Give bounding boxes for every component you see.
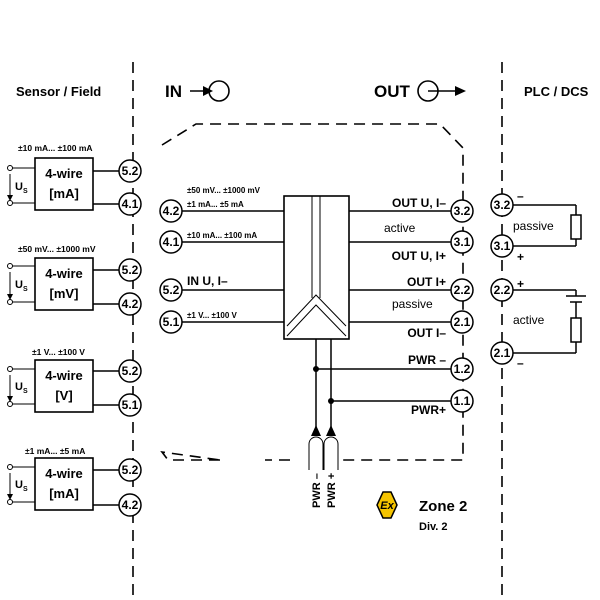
sensor-2-range: ±50 mV... ±1000 mV: [18, 244, 96, 254]
plc-mode-active: active: [513, 313, 545, 327]
plc-active-circuit: [513, 289, 586, 354]
plc-polarity-3-2: –: [517, 189, 524, 203]
input-label-4-2-a: ±50 mV... ±1000 mV: [187, 186, 261, 195]
sensor-2-unit: [mV]: [50, 286, 79, 301]
plc-terminal-2-1: 2.1: [490, 341, 514, 365]
output-terminal-2-1: 2.1: [450, 310, 474, 334]
svg-text:5.2: 5.2: [122, 263, 139, 277]
output-label-3-2: OUT U, I–: [392, 196, 446, 210]
svg-text:US: US: [15, 381, 28, 395]
sensor-4-title: 4-wire: [45, 466, 83, 481]
input-label-4-1: ±10 mA... ±100 mA: [187, 231, 257, 240]
ex-hazard-icon: Ex: [376, 491, 398, 519]
input-label-5-1: ±1 V... ±100 V: [187, 311, 238, 320]
plc-passive-circuit: [513, 204, 582, 247]
output-arrow-icon: [417, 80, 466, 102]
svg-text:5.2: 5.2: [122, 364, 139, 378]
in-header: IN: [165, 82, 182, 101]
output-label-1-1: PWR+: [411, 403, 446, 417]
plc-dcs-header: PLC / DCS: [524, 84, 589, 99]
sensor-2: ±50 mV... ±1000 mV US 4-wire [mV] 5.2 4.…: [7, 244, 142, 316]
output-label-3-1: OUT U, I+: [392, 249, 446, 263]
output-mode-passive: passive: [392, 297, 433, 311]
sensor-1-title: 4-wire: [45, 166, 83, 181]
svg-text:4.1: 4.1: [163, 235, 180, 249]
sensor-4-range: ±1 mA... ±5 mA: [25, 446, 85, 456]
output-label-2-1: OUT I–: [407, 326, 446, 340]
division-label: Div. 2: [419, 521, 448, 533]
svg-text:3.1: 3.1: [454, 235, 471, 249]
out-header: OUT: [374, 82, 411, 101]
sensor-4-unit: [mA]: [49, 486, 79, 501]
svg-text:3.1: 3.1: [494, 239, 511, 253]
output-label-2-2: OUT I+: [407, 275, 446, 289]
sensor-1-unit: [mA]: [49, 186, 79, 201]
output-terminal-3-2: 3.2: [450, 199, 474, 223]
sensor-3-unit: [V]: [55, 388, 72, 403]
power-supply-arrows: [308, 425, 339, 470]
plc-mode-passive: passive: [513, 219, 554, 233]
svg-text:US: US: [15, 479, 28, 493]
output-mode-active: active: [384, 221, 416, 235]
input-wiring: [182, 210, 284, 323]
svg-text:5.2: 5.2: [163, 283, 180, 297]
plc-terminal-2-2: 2.2: [490, 278, 514, 302]
input-terminal-4-1: 4.1: [159, 230, 183, 254]
sensor-1: ±10 mA... ±100 mA US 4-wire [mA] 5.2 4.1: [7, 143, 142, 216]
svg-text:1.1: 1.1: [454, 394, 471, 408]
sensor-4: ±1 mA... ±5 mA US 4-wire [mA] 5.2 4.2: [7, 446, 142, 517]
svg-text:3.2: 3.2: [494, 198, 511, 212]
svg-text:2.2: 2.2: [494, 283, 511, 297]
pwr-plus-vertical-label: PWR +: [326, 473, 338, 508]
svg-text:5.1: 5.1: [122, 398, 139, 412]
input-label-5-2: IN U, I–: [187, 274, 228, 288]
svg-text:4.2: 4.2: [122, 297, 139, 311]
sensor-3-title: 4-wire: [45, 368, 83, 383]
svg-text:2.1: 2.1: [494, 346, 511, 360]
svg-text:5.1: 5.1: [163, 315, 180, 329]
plc-terminal-3-2: 3.2: [490, 193, 514, 217]
plc-polarity-2-2: +: [517, 277, 524, 291]
svg-text:3.2: 3.2: [454, 204, 471, 218]
sensor-3: ±1 V... ±100 V US 4-wire [V] 5.2 5.1: [7, 347, 142, 417]
input-terminal-4-2: 4.2: [159, 199, 183, 223]
output-label-1-2: PWR –: [408, 353, 446, 367]
input-label-4-2-b: ±1 mA... ±5 mA: [187, 200, 244, 209]
svg-text:1.2: 1.2: [454, 362, 471, 376]
svg-text:Ex: Ex: [380, 500, 394, 512]
input-terminal-5-2: 5.2: [159, 278, 183, 302]
zone-label: Zone 2: [419, 498, 467, 515]
svg-text:2.2: 2.2: [454, 283, 471, 297]
sensor-2-title: 4-wire: [45, 266, 83, 281]
output-wiring: [313, 210, 451, 430]
svg-text:US: US: [15, 181, 28, 195]
svg-text:5.2: 5.2: [122, 164, 139, 178]
plc-terminal-3-1: 3.1: [490, 234, 514, 258]
svg-text:5.2: 5.2: [122, 463, 139, 477]
plc-polarity-3-1: +: [517, 250, 524, 264]
input-terminal-5-1: 5.1: [159, 310, 183, 334]
svg-text:4.1: 4.1: [122, 197, 139, 211]
module-housing-outline: [160, 123, 464, 461]
svg-text:4.2: 4.2: [163, 204, 180, 218]
isolator-block: [283, 195, 350, 340]
pwr-minus-vertical-label: PWR –: [311, 473, 323, 508]
sensor-1-range: ±10 mA... ±100 mA: [18, 143, 93, 153]
sensor-3-range: ±1 V... ±100 V: [32, 347, 85, 357]
sensor-field-header: Sensor / Field: [16, 84, 101, 99]
svg-text:US: US: [15, 279, 28, 293]
output-terminal-1-1: 1.1: [450, 389, 474, 413]
plc-polarity-2-1: –: [517, 356, 524, 370]
input-arrow-icon: [190, 80, 230, 102]
output-terminal-3-1: 3.1: [450, 230, 474, 254]
output-terminal-2-2: 2.2: [450, 278, 474, 302]
svg-text:2.1: 2.1: [454, 315, 471, 329]
svg-text:4.2: 4.2: [122, 498, 139, 512]
output-terminal-1-2: 1.2: [450, 357, 474, 381]
